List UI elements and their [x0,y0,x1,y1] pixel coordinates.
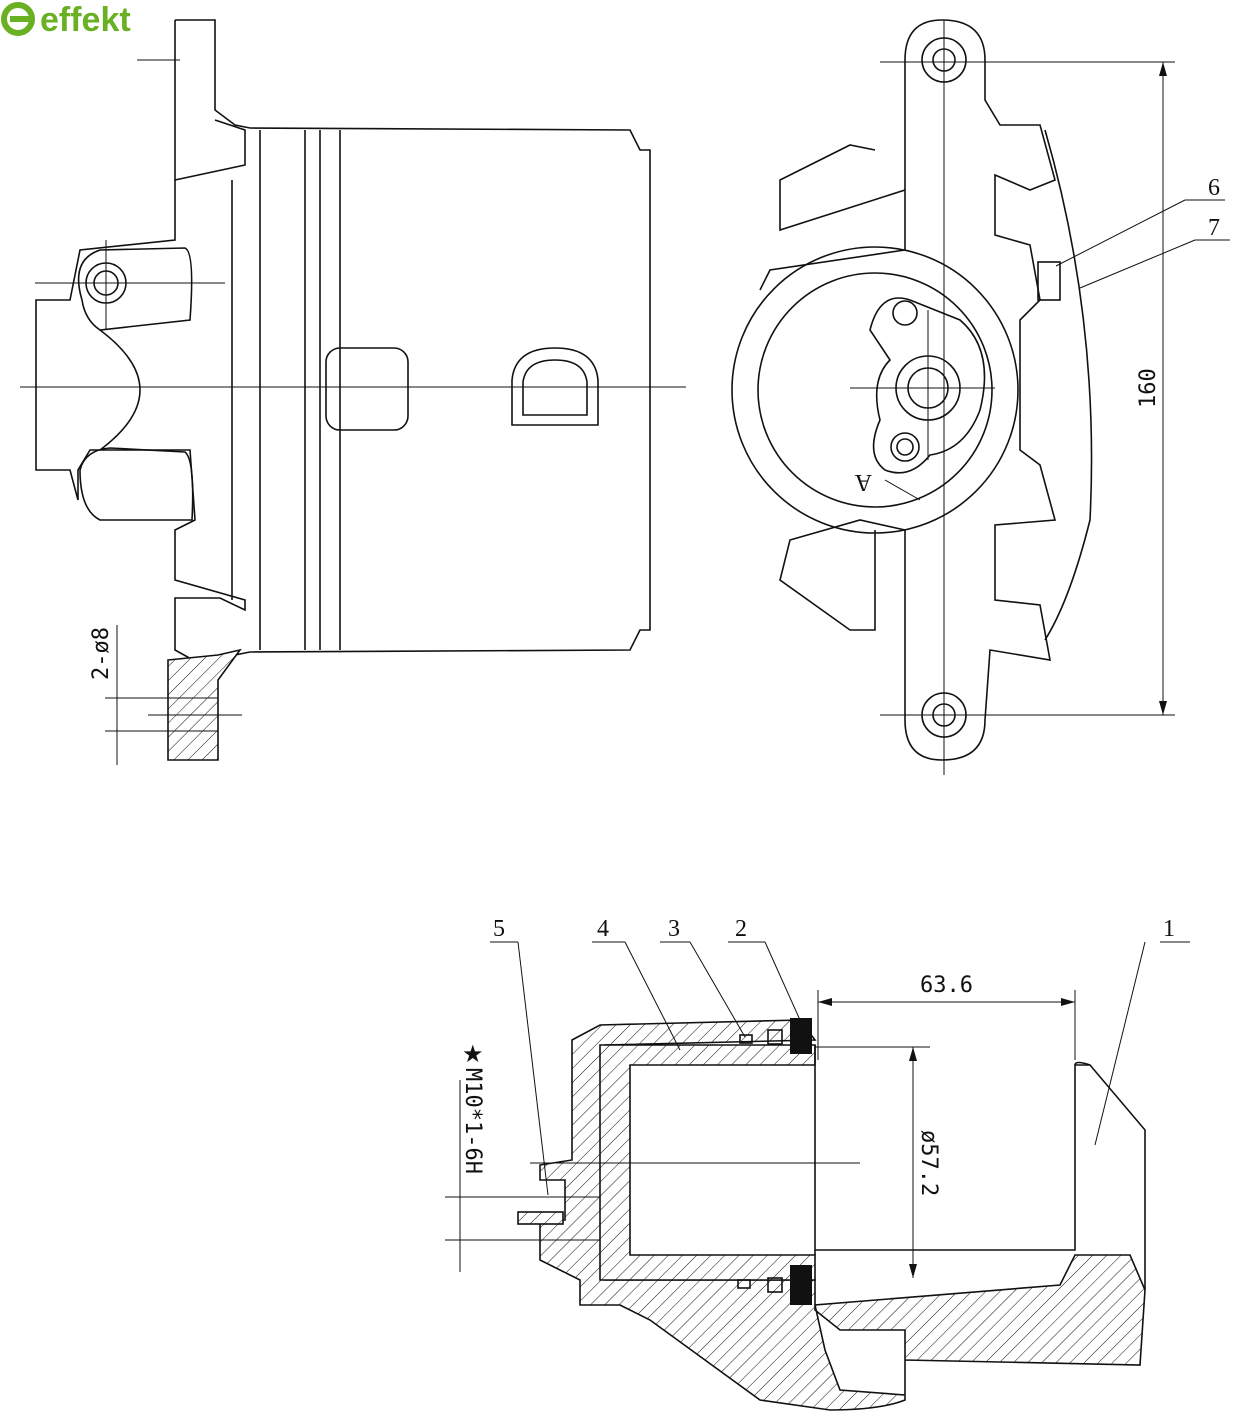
front-view: 160 6 7 A [731,19,1230,775]
callout-2: 2 [735,916,747,942]
callout-3: 3 [668,916,680,942]
height-dimension: 160 [1136,368,1161,408]
section-mark: A [854,469,872,495]
side-view: 2-ø8 [20,19,686,765]
callout-4: 4 [597,916,609,942]
callout-7: 7 [1208,215,1220,241]
length-dimension: 63.6 [920,973,973,998]
logo-text: effekt [40,1,131,39]
bore-dimension: ø57.2 [916,1130,941,1196]
callout-5: 5 [493,916,505,942]
star-symbol: ★ [462,1042,484,1068]
thread-spec: M10*1-6H [460,1068,485,1174]
hole-diameter-label: 2-ø8 [89,627,114,680]
callout-6: 6 [1208,175,1220,201]
effekt-logo: effekt [1,1,131,39]
section-view: M10*1-6H ★ 63.6 ø57.2 1 2 3 4 5 [445,916,1190,1411]
callout-1: 1 [1163,916,1175,942]
